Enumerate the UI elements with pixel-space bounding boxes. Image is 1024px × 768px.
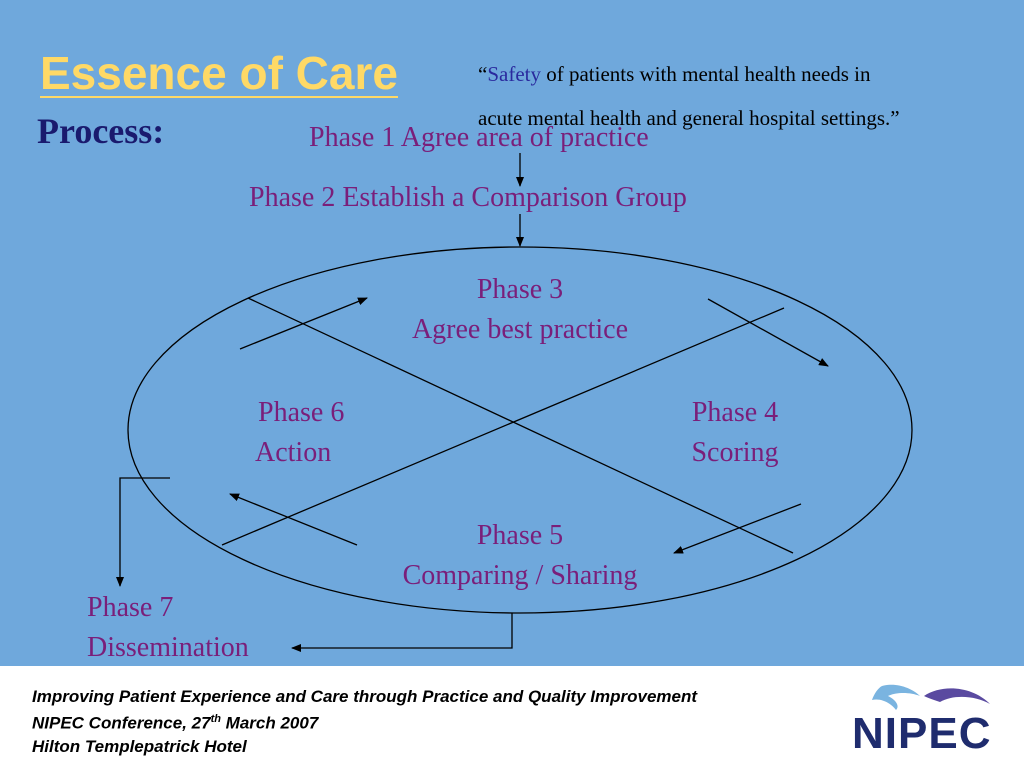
phase-3-label: Phase 3 Agree best practice (370, 270, 670, 350)
cycle-diagram (116, 153, 913, 652)
cross-line-2 (221, 307, 785, 546)
arrow-phase3-to-phase4 (707, 298, 829, 367)
phase-2-label: Phase 2 Establish a Comparison Group (249, 182, 687, 213)
phase-4-title: Phase 4 (691, 397, 779, 428)
quote-highlight: Safety (487, 62, 541, 86)
phase-7-desc: Dissemination (87, 632, 249, 663)
quote-line2: acute mental health and general hospital… (478, 106, 900, 130)
arrow-phase6-to-phase3 (239, 297, 368, 350)
phase-5-desc: Comparing / Sharing (402, 560, 638, 591)
quote-text: “Safety of patients with mental health n… (478, 52, 1008, 140)
footer-line-2-pre: NIPEC Conference, 27 (32, 713, 211, 733)
footer-line-2: NIPEC Conference, 27th March 2007 (32, 708, 697, 735)
quote-open-mark: “ (478, 62, 488, 86)
footer-line-1: Improving Patient Experience and Care th… (32, 687, 698, 706)
footer-text: Improving Patient Experience and Care th… (32, 685, 697, 758)
phase-6-label: Phase 6 Action (255, 393, 344, 473)
phase-5-label: Phase 5 Comparing / Sharing (360, 516, 680, 596)
slide-title: Essence of Care (40, 47, 398, 99)
footer-line-2-post: March 2007 (220, 713, 319, 733)
arrow-phase4-to-phase5 (673, 503, 802, 554)
phase-5-title: Phase 5 (476, 520, 564, 551)
phase-4-label: Phase 4 Scoring (660, 393, 810, 473)
phase-1-label: Phase 1 Agree area of practice (309, 122, 649, 153)
nipec-logo-text: NIPEC (852, 709, 992, 758)
footer-bar (0, 666, 1024, 768)
cross-line-1 (247, 297, 794, 554)
phase-3-desc: Agree best practice (411, 314, 629, 345)
arrow-to-phase7-bottom (291, 613, 513, 652)
phase-7-title: Phase 7 (87, 592, 174, 623)
nipec-logo-swoosh-icon (872, 684, 990, 710)
arrow-to-phase7-left (116, 477, 170, 587)
process-label: Process: (37, 111, 165, 151)
phase-7-label: Phase 7 Dissemination (87, 588, 249, 668)
phase-3-title: Phase 3 (476, 274, 564, 305)
cycle-ellipse (127, 246, 913, 614)
phase-6-title: Phase 6 (258, 397, 345, 428)
phase-4-desc: Scoring (691, 437, 779, 468)
footer-line-2-sup: th (210, 713, 221, 725)
arrow-phase5-to-phase6 (229, 493, 358, 546)
footer-line-3: Hilton Templepatrick Hotel (32, 736, 247, 756)
phase-6-desc: Action (255, 437, 332, 468)
quote-line1-rest: of patients with mental health needs in (540, 62, 871, 86)
